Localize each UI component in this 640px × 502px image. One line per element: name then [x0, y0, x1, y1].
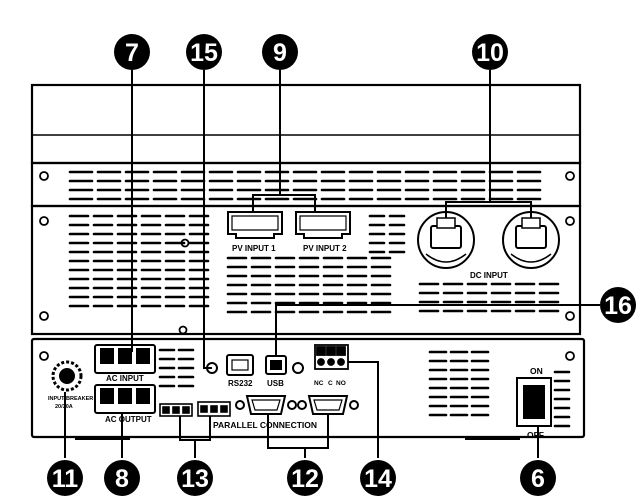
pv-input-2-connector	[295, 211, 351, 239]
callout-16: 16	[600, 287, 636, 323]
ac-input-label: AC INPUT	[106, 374, 144, 383]
screw	[39, 171, 49, 181]
callout-13-number: 13	[181, 465, 209, 493]
screw	[39, 311, 49, 321]
switch-on-label: ON	[530, 366, 543, 376]
callout-8: 8	[104, 460, 140, 496]
relay-nc-label: NC	[314, 380, 324, 387]
input-breaker-knob	[51, 360, 83, 392]
pv-input-1-connector	[227, 211, 283, 239]
usb-screw	[292, 362, 304, 374]
callout-16-number: 16	[604, 292, 632, 320]
screw	[565, 216, 575, 226]
relay-c-label: C	[328, 380, 333, 387]
callout-7-number: 7	[125, 39, 139, 67]
panel-screws	[39, 171, 575, 361]
callout-14-number: 14	[364, 465, 392, 493]
parallel-connection-label: PARALLEL CONNECTION	[213, 420, 317, 430]
callout-14: 14	[360, 460, 396, 496]
callout-8-number: 8	[115, 465, 129, 493]
ac-output-connector	[94, 384, 156, 414]
current-sharing-ports	[159, 401, 231, 417]
input-breaker-label-line1: INPUT BREAKER	[48, 396, 93, 402]
housing	[30, 83, 586, 440]
pv-input-2-label: PV INPUT 2	[303, 244, 347, 253]
power-switch	[516, 377, 552, 427]
callout-9: 9	[262, 34, 298, 70]
vent-slots	[68, 170, 571, 428]
callout-15: 15	[186, 34, 222, 70]
relay-no-label: NO	[336, 380, 346, 387]
callout-13: 13	[177, 460, 213, 496]
callout-9-number: 9	[273, 39, 287, 67]
rs232-port	[226, 354, 254, 376]
main-panel	[30, 204, 582, 336]
callout-15-number: 15	[190, 39, 218, 67]
screw	[565, 171, 575, 181]
dc-input-terminals	[417, 211, 560, 269]
dc-input-label: DC INPUT	[470, 271, 508, 280]
parallel-port-2	[297, 395, 359, 415]
ac-output-label: AC OUTPUT	[105, 415, 152, 424]
ac-input-connector	[94, 344, 156, 374]
callout-11: 11	[47, 460, 83, 496]
lower-panel	[30, 337, 586, 439]
rs232-label: RS232	[228, 379, 253, 388]
callout-12: 12	[287, 460, 323, 496]
parallel-port-1	[235, 395, 297, 415]
callout-6-number: 6	[531, 465, 545, 493]
callout-10-number: 10	[476, 39, 504, 67]
input-breaker-label-line2: 20/30A	[55, 404, 73, 410]
screw	[178, 325, 188, 335]
switch-off-label: OFF	[527, 430, 544, 440]
dry-contact-terminal	[314, 344, 349, 370]
usb-port	[265, 355, 287, 375]
leader-lines	[64, 70, 600, 458]
callout-12-number: 12	[291, 465, 319, 493]
callout-7: 7	[114, 34, 150, 70]
screw	[39, 351, 49, 361]
screw	[39, 216, 49, 226]
pv-input-1-label: PV INPUT 1	[232, 244, 276, 253]
callout-10: 10	[472, 34, 508, 70]
usb-label: USB	[267, 379, 284, 388]
screw	[565, 311, 575, 321]
screw	[565, 351, 575, 361]
callout-11-number: 11	[52, 465, 79, 493]
top-cover	[30, 83, 582, 165]
callout-6: 6	[520, 460, 556, 496]
